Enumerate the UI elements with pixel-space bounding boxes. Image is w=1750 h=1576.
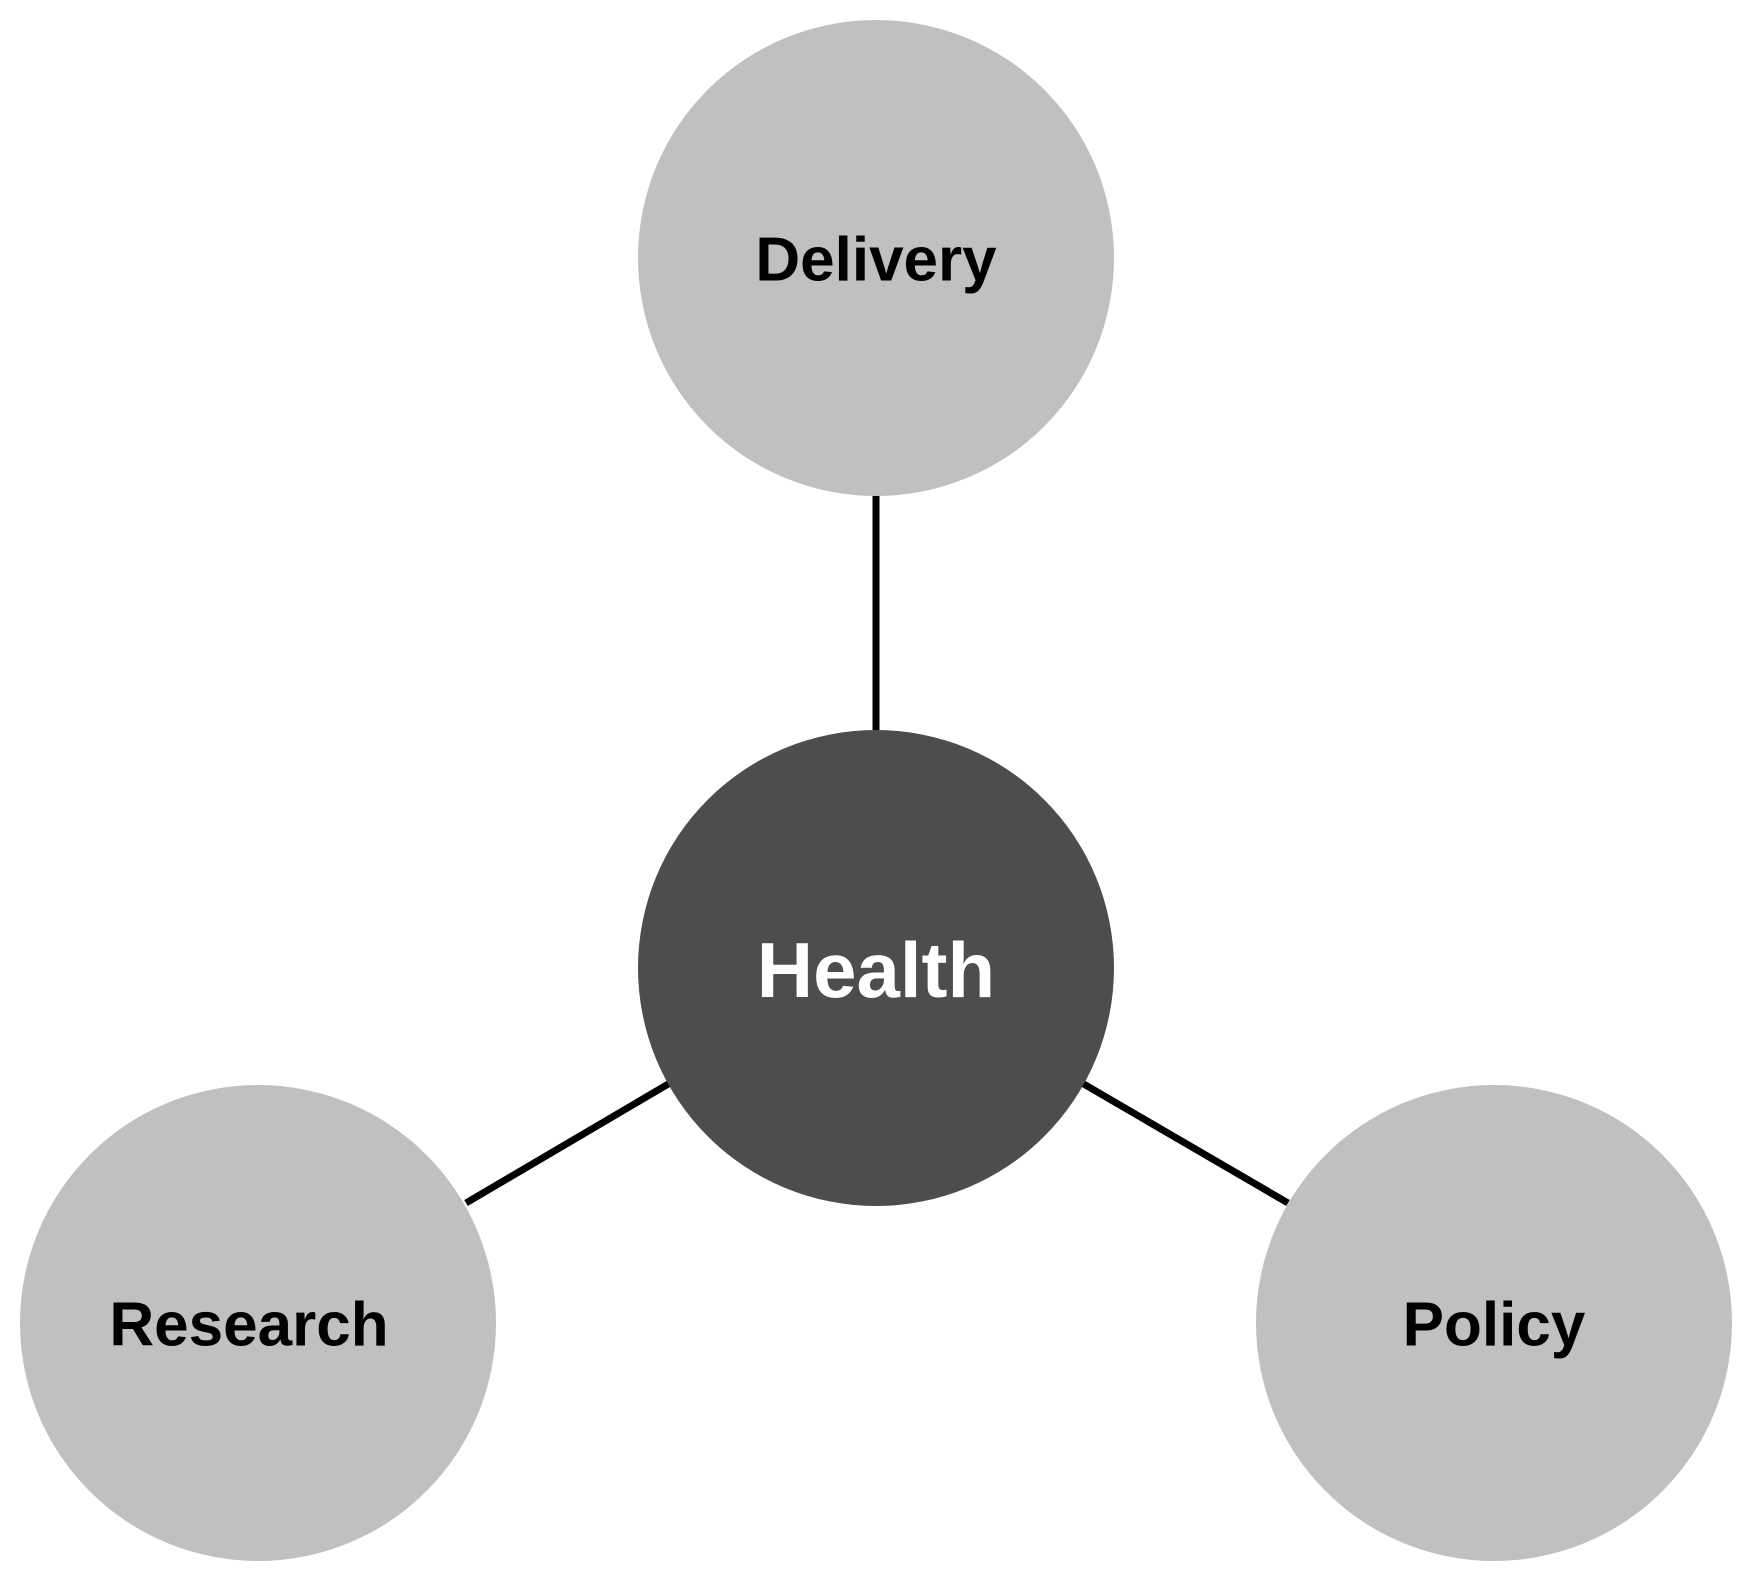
node-delivery-circle [638,20,1114,496]
node-policy: Policy [1256,1085,1732,1561]
node-policy-circle [1256,1085,1732,1561]
node-research: Research [20,1085,496,1561]
node-delivery-label: Delivery [755,226,997,295]
node-research-circle [20,1085,496,1561]
connector-health-policy [1080,1079,1290,1207]
node-health-circle [638,730,1114,1206]
node-policy-label: Policy [1403,1291,1586,1360]
node-health-label: Health [757,926,995,1014]
node-health: Health [638,730,1114,1206]
node-delivery: Delivery [638,20,1114,496]
connector-health-research [464,1079,672,1207]
connectors [464,493,1290,1207]
node-research-label: Research [109,1291,388,1360]
